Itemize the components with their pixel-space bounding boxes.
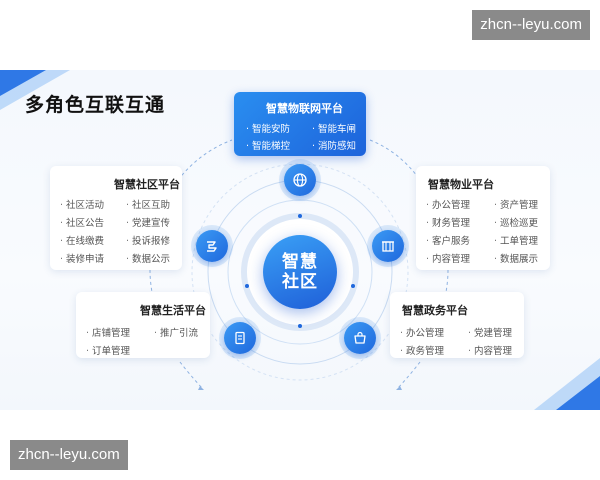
- platform-item: 资产管理: [494, 197, 538, 211]
- watermark-top: zhcn--leyu.com: [472, 10, 590, 40]
- platform-item: 店铺管理: [86, 325, 130, 339]
- platform-item: 客户服务: [426, 233, 470, 247]
- property-platform-title: 智慧物业平台: [428, 178, 494, 191]
- platform-item: 社区公告: [60, 215, 104, 229]
- platform-item: 订单管理: [86, 343, 130, 357]
- platform-item: 消防感知: [312, 138, 356, 152]
- corner-decoration: [0, 70, 46, 96]
- life-platform-card: 智慧生活平台 店铺管理 推广引流 订单管理: [76, 292, 210, 358]
- platform-item: 装修申请: [60, 251, 104, 265]
- platform-item: 社区活动: [60, 197, 104, 211]
- platform-item: 办公管理: [400, 325, 444, 339]
- platform-item: 数据公示: [126, 251, 170, 265]
- platform-item: 社区互助: [126, 197, 170, 211]
- platform-item: 财务管理: [426, 215, 470, 229]
- hub-label-line2: 社区: [282, 272, 318, 292]
- platform-item: 党建宣传: [126, 215, 170, 229]
- globe-icon: [284, 164, 316, 196]
- service-icon: [196, 230, 228, 262]
- life-platform-title: 智慧生活平台: [140, 304, 206, 317]
- smart-community-hub: 智慧 社区: [263, 235, 337, 309]
- platform-item: 内容管理: [468, 343, 512, 357]
- building-icon: [372, 230, 404, 262]
- platform-item: 政务管理: [400, 343, 444, 357]
- hub-label-line1: 智慧: [282, 252, 318, 272]
- shopping-bag-icon: [344, 322, 376, 354]
- platform-item: 智能梯控: [246, 138, 290, 152]
- platform-item: 内容管理: [426, 251, 470, 265]
- platform-item: 工单管理: [494, 233, 538, 247]
- platform-item: 在线缴费: [60, 233, 104, 247]
- platform-item: 数据展示: [494, 251, 538, 265]
- platform-item: 巡检巡更: [494, 215, 538, 229]
- platform-item: 智能安防: [246, 121, 290, 135]
- platform-item: 推广引流: [154, 325, 198, 339]
- property-platform-card: 智慧物业平台 办公管理 资产管理 财务管理 巡检巡更 客户服务 工单管理 内容管…: [416, 166, 550, 270]
- government-platform-card: 智慧政务平台 办公管理 党建管理 政务管理 内容管理: [390, 292, 524, 358]
- iot-platform-card: 智慧物联网平台 智能安防 智能车闸 智能梯控 消防感知: [234, 92, 366, 156]
- diagram-panel: 多角色互联互通 智慧物联网平台 智能安防 智能车闸 智能梯控 消防感知 智慧社区…: [0, 70, 600, 410]
- diagram-heading: 多角色互联互通: [25, 94, 166, 116]
- community-platform-card: 智慧社区平台 社区活动 社区互助 社区公告 党建宣传 在线缴费 投诉报修 装修申…: [50, 166, 182, 270]
- platform-item: 党建管理: [468, 325, 512, 339]
- platform-item: 智能车闸: [312, 121, 356, 135]
- platform-item: 办公管理: [426, 197, 470, 211]
- government-platform-title: 智慧政务平台: [402, 304, 468, 317]
- community-platform-title: 智慧社区平台: [114, 178, 180, 191]
- corner-decoration: [556, 376, 600, 410]
- iot-platform-title: 智慧物联网平台: [266, 102, 343, 115]
- document-icon: [224, 322, 256, 354]
- platform-item: 投诉报修: [126, 233, 170, 247]
- watermark-bottom: zhcn--leyu.com: [10, 440, 128, 470]
